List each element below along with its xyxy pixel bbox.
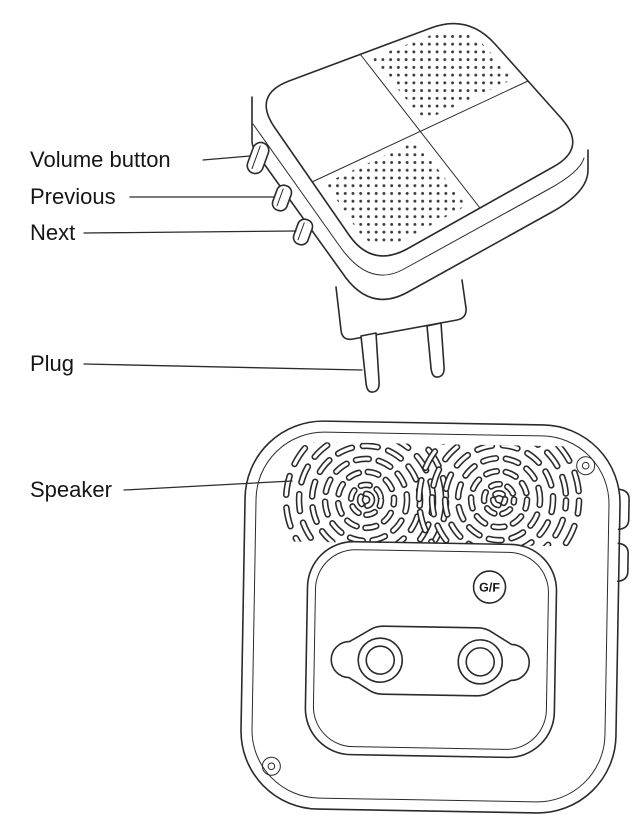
grille-ring-inner (443, 443, 555, 548)
back-view: G/F (240, 420, 630, 814)
screw-ring (576, 456, 596, 476)
speaker-callout-line (123, 480, 293, 491)
socket-pin-left (357, 637, 404, 683)
screw-center (581, 461, 590, 470)
screw-ring (261, 756, 281, 776)
grille-ring-inner (482, 482, 516, 516)
previous-button-cap (271, 184, 293, 212)
grille-ring-inner (336, 470, 396, 530)
callouts: Volume button Previous Next Plug Speaker (30, 147, 363, 502)
next-callout-line (83, 230, 297, 234)
grille-ring-inner (456, 456, 542, 542)
speaker-label: Speaker (30, 477, 112, 502)
volume-button-edge (251, 145, 261, 170)
grille-ring-inner (349, 483, 383, 517)
previous-button-part (271, 184, 293, 212)
plug-callout-line (83, 363, 363, 371)
side-button-tab-top (617, 488, 630, 531)
socket-pin-outer (357, 637, 404, 683)
socket-pin-inner (365, 645, 396, 675)
grille-ring-inner (323, 457, 409, 543)
screw-bottom-left (261, 756, 281, 776)
grille-ring-inner (358, 492, 374, 508)
grille-ring-inner (469, 469, 529, 529)
gf-button: G/F (472, 570, 507, 604)
volume-button-label: Volume button (30, 147, 171, 172)
next-button-part (292, 218, 314, 246)
speaker-grille-right (415, 441, 583, 548)
volume-button-callout-line (202, 155, 251, 161)
speaker-perforations-bottom (325, 141, 467, 247)
side-button-tab-bottom (616, 542, 629, 583)
next-label: Next (30, 220, 75, 245)
quadrant-divider-horizontal (311, 80, 529, 183)
socket-pin-right (457, 639, 504, 685)
speaker-perforations-top (371, 30, 515, 121)
grille-ring-inner (430, 441, 568, 548)
gf-button-label: G/F (479, 580, 500, 594)
plug-pin-right (426, 322, 445, 378)
volume-button-part (246, 141, 270, 175)
previous-label: Previous (30, 184, 116, 209)
gf-button-ring (472, 570, 507, 604)
next-button-cap (292, 218, 314, 246)
previous-button-edge (276, 188, 284, 207)
screw-top-right (576, 456, 596, 476)
plug-pin-left (360, 332, 380, 393)
socket-pin-inner (465, 647, 496, 677)
socket-panel (304, 540, 558, 759)
top-perspective-view (246, 22, 589, 393)
socket-panel-inner (312, 549, 549, 750)
device-seam-line (252, 123, 585, 276)
back-outline (240, 420, 621, 814)
screw-center (267, 762, 276, 771)
volume-button-cap (246, 141, 270, 175)
socket-opening (330, 625, 531, 697)
grille-ring-inner (417, 441, 581, 548)
plug-label: Plug (30, 351, 74, 376)
back-inner-outline (251, 431, 610, 803)
socket-pin-outer (457, 639, 504, 685)
grille-ring-inner (491, 491, 507, 507)
next-button-edge (297, 222, 305, 241)
plug-base (335, 279, 467, 341)
